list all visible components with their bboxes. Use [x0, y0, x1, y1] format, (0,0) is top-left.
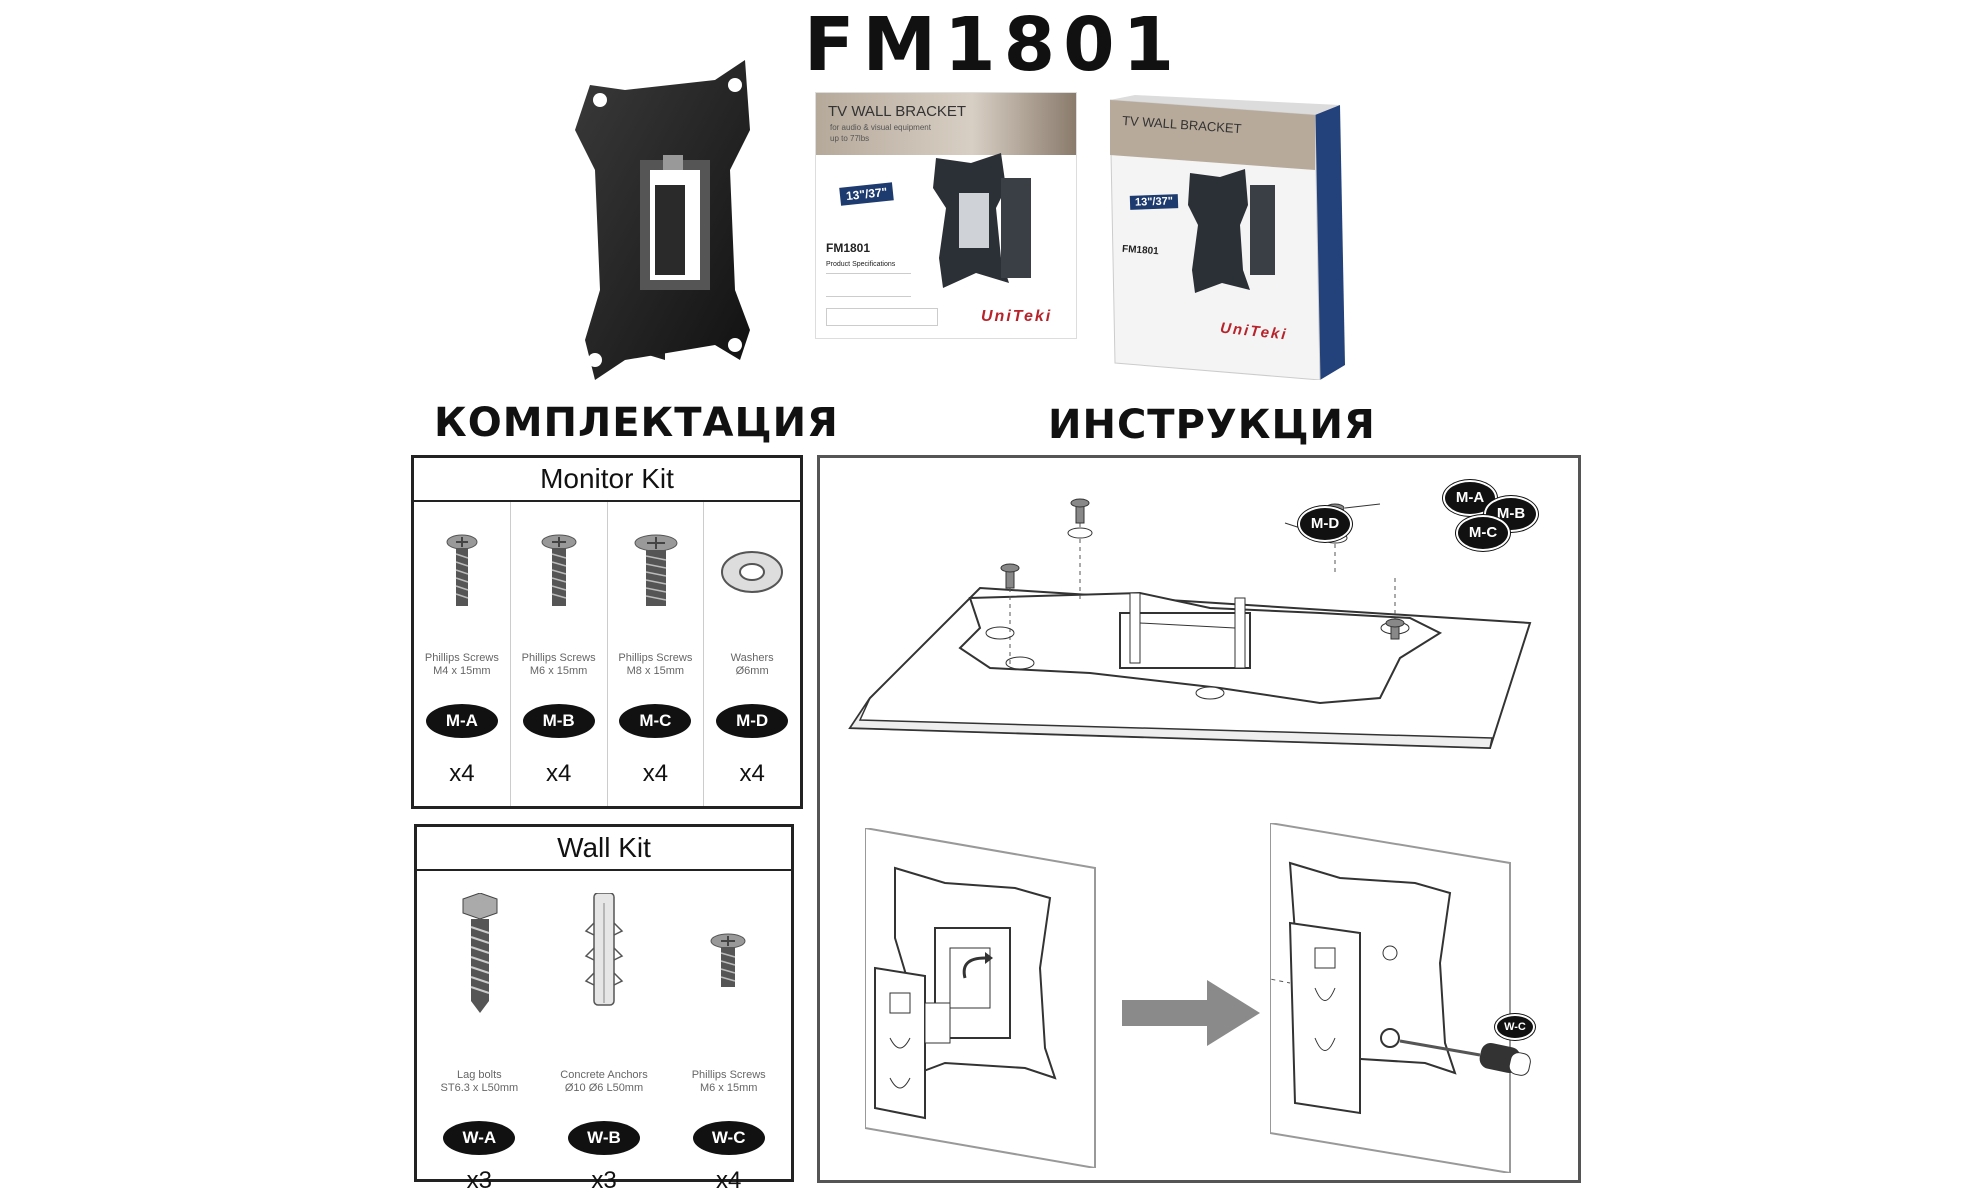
packaging-front-image: TV WALL BRACKET for audio & visual equip…	[815, 92, 1077, 339]
wall-kit-panel: Wall Kit Lag bolts ST6.3 x L50mm W-A x3 …	[414, 824, 794, 1194]
part-code-badge: M-B	[522, 704, 595, 738]
part-code-badge: W-A	[443, 1121, 516, 1155]
packaging-header: TV WALL BRACKET	[828, 103, 967, 120]
bracket-product-image	[555, 60, 755, 390]
part-code-badge: W-B	[568, 1121, 640, 1155]
part-code-badge: M-C	[619, 704, 692, 738]
concrete-anchor-icon	[584, 893, 623, 1006]
wall-kit-item: Phillips Screws M6 x 15mm W-C x4	[666, 871, 791, 1194]
wall-kit-item: Concrete Anchors Ø10 Ø6 L50mm W-B x3	[542, 871, 667, 1194]
part-name: Phillips Screws	[691, 1069, 766, 1081]
part-code-badge: M-D	[716, 704, 789, 738]
part-name: Phillips Screws	[521, 652, 596, 664]
phillips-screw-icon	[710, 933, 746, 987]
part-size: M8 x 15mm	[626, 665, 685, 677]
monitor-kit-title: Monitor Kit	[414, 458, 800, 502]
part-name: Washers	[730, 652, 774, 664]
part-name: Concrete Anchors	[560, 1069, 648, 1081]
part-quantity: x3	[466, 1167, 493, 1194]
instruction-section-title: ИНСТРУКЦИЯ	[1048, 402, 1376, 448]
packaging-size-tag: 13"/37"	[839, 182, 895, 206]
label-wc-callout: W-C	[1495, 1014, 1535, 1040]
arrow-right-icon	[1122, 980, 1260, 1046]
monitor-kit-item: Phillips Screws M8 x 15mm M-C x4	[606, 502, 704, 806]
part-name: Lag bolts	[457, 1069, 502, 1081]
wall-kit-title: Wall Kit	[417, 827, 791, 871]
monitor-kit-item: Phillips Screws M6 x 15mm M-B x4	[509, 502, 607, 806]
part-size: M6 x 15mm	[529, 665, 588, 677]
part-name: Phillips Screws	[618, 652, 693, 664]
part-quantity: x4	[449, 760, 475, 787]
washer-icon	[721, 551, 784, 593]
packaging-subline1: for audio & visual equipment	[830, 123, 931, 132]
packaging-subline2: up to 77lbs	[830, 134, 870, 143]
packaging-spec-heading: Product Specifications	[826, 261, 896, 268]
lag-bolt-icon	[462, 893, 498, 1013]
part-quantity: x3	[591, 1167, 617, 1194]
label-ma-callout: M-A	[1443, 480, 1497, 516]
instruction-panel: M-D M-A M-B M-C W-C	[817, 455, 1581, 1183]
product-title: FM1801	[803, 2, 1183, 88]
step1-tv-back-illustration	[848, 498, 1532, 750]
wall-kit-item: Lag bolts ST6.3 x L50mm W-A x3	[417, 871, 542, 1194]
monitor-kit-item: Washers Ø6mm M-D x4	[703, 502, 800, 806]
part-code-badge: M-A	[425, 704, 498, 738]
phillips-screw-icon	[541, 534, 577, 606]
label-mc-callout: M-C	[1456, 515, 1510, 551]
part-size: Ø10 Ø6 L50mm	[564, 1082, 644, 1094]
part-quantity: x4	[716, 1167, 742, 1194]
step3-mounted-illustration	[1270, 823, 1531, 1173]
phillips-screw-icon	[634, 534, 677, 606]
part-size: M6 x 15mm	[699, 1082, 758, 1094]
part-quantity: x4	[739, 760, 765, 787]
step2-plate-illustration	[865, 828, 1096, 1168]
part-size: M4 x 15mm	[433, 665, 491, 677]
packaging-model: FM1801	[826, 241, 871, 255]
part-size: ST6.3 x L50mm	[440, 1082, 519, 1094]
label-md-callout: M-D	[1298, 506, 1352, 542]
monitor-kit-item: Phillips Screws M4 x 15mm M-A x4	[414, 502, 510, 806]
part-quantity: x4	[545, 760, 572, 787]
packaging-brand: UniTeki	[981, 308, 1053, 325]
monitor-kit-panel: Monitor Kit Phillips Screws M4 x 15mm M-…	[411, 455, 803, 809]
packaging-box-size-tag: 13"/37"	[1129, 194, 1179, 210]
part-quantity: x4	[642, 760, 669, 787]
kit-section-title: КОМПЛЕКТАЦИЯ	[434, 400, 839, 446]
packaging-box-image: TV WALL BRACKET 13"/37" FM1801 UniTeki	[1109, 95, 1355, 381]
part-size: Ø6mm	[735, 665, 769, 677]
part-code-badge: W-C	[692, 1121, 765, 1155]
phillips-screw-icon	[446, 534, 478, 606]
part-name: Phillips Screws	[424, 652, 499, 664]
